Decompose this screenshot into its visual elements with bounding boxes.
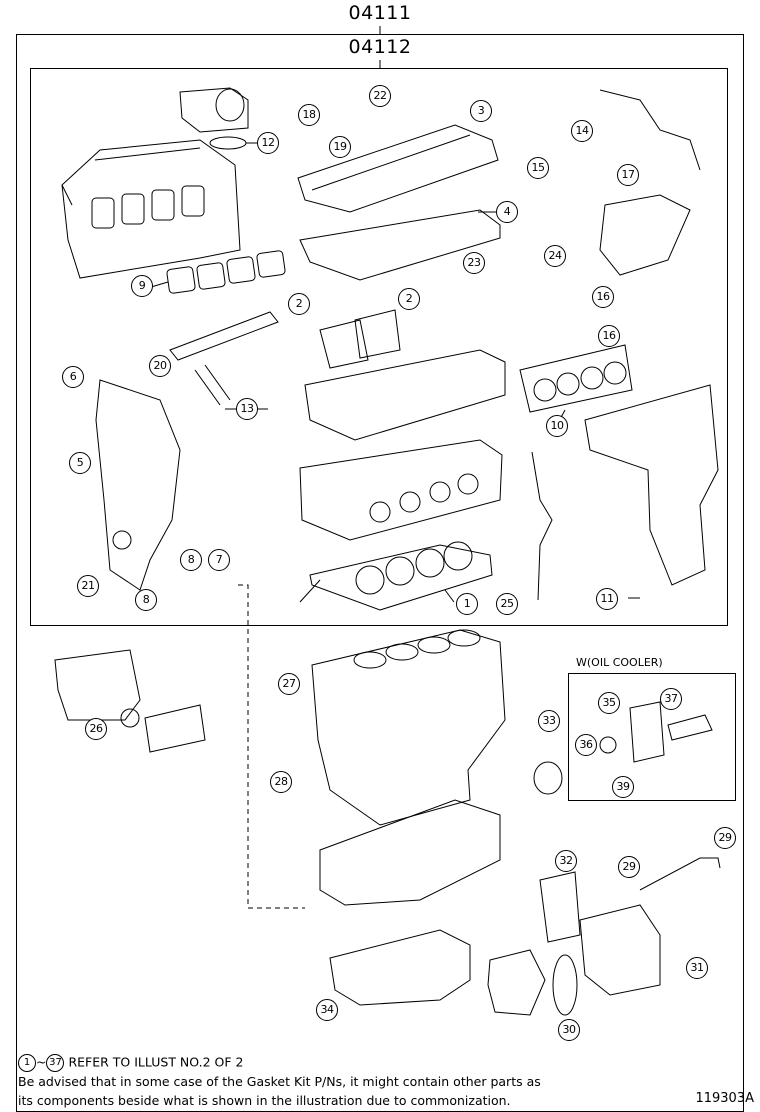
oil-cooler-frame <box>568 673 736 801</box>
callout-27: 27 <box>278 673 300 695</box>
kit-number-inner: 04112 <box>348 36 412 58</box>
range-separator: ~ <box>36 1054 47 1070</box>
cylinder-head-upper-drawing <box>304 349 506 441</box>
oil-seal-retainer-drawing <box>54 649 141 721</box>
callout-39: 39 <box>612 776 634 798</box>
advisory-line-2: its components beside what is shown in t… <box>18 1093 511 1108</box>
callout-3: 3 <box>470 100 492 122</box>
callout-32: 32 <box>555 850 577 872</box>
exhaust-manifold-drawing <box>584 384 719 586</box>
range-start-badge: 1 <box>18 1054 36 1072</box>
water-pump-drawing <box>487 949 546 1016</box>
bypass-pipe-drawing <box>639 857 721 891</box>
callout-6: 6 <box>62 366 84 388</box>
sensor-harness-drawing <box>599 89 701 171</box>
oil-pan-upper-drawing <box>319 799 501 906</box>
callout-33: 33 <box>538 710 560 732</box>
callout-10: 10 <box>546 415 568 437</box>
oil-pan-drawing <box>329 929 471 1006</box>
callout-8a: 8 <box>180 549 202 571</box>
intake-manifold-drawing <box>61 139 241 279</box>
callout-13: 13 <box>236 398 258 420</box>
callout-12: 12 <box>257 132 279 154</box>
head-gasket-drawing <box>309 544 493 611</box>
callout-17: 17 <box>617 164 639 186</box>
callout-36: 36 <box>575 734 597 756</box>
oil-cooler-drawing <box>629 701 665 763</box>
callout-26: 26 <box>85 718 107 740</box>
callout-21: 21 <box>77 575 99 597</box>
callout-20: 20 <box>149 355 171 377</box>
dipstick-tube-drawing <box>531 451 553 601</box>
callout-14: 14 <box>571 120 593 142</box>
illustration-code: 119303A <box>695 1091 754 1106</box>
valve-cover-drawing <box>297 124 499 213</box>
timing-cover-drawing <box>95 379 181 591</box>
intake-gaskets-drawing <box>166 250 286 294</box>
callout-29a: 29 <box>714 827 736 849</box>
callout-2b: 2 <box>398 288 420 310</box>
callout-25: 25 <box>496 593 518 615</box>
advisory-line-1: Be advised that in some case of the Gask… <box>18 1074 541 1089</box>
callout-19: 19 <box>329 136 351 158</box>
callout-23: 23 <box>463 252 485 274</box>
callout-24: 24 <box>544 245 566 267</box>
callout-37: 37 <box>660 688 682 710</box>
callout-7: 7 <box>208 549 230 571</box>
water-inlet-drawing <box>579 904 661 996</box>
callout-11: 11 <box>596 588 618 610</box>
refer-text: REFER TO ILLUST NO.2 OF 2 <box>68 1054 244 1070</box>
inner-kit-frame <box>30 68 728 626</box>
refer-note: 1~37 REFER TO ILLUST NO.2 OF 2 <box>18 1054 243 1072</box>
fuel-rail-drawing <box>169 311 279 361</box>
kit-number-outer: 04111 <box>348 2 412 24</box>
callout-18: 18 <box>298 104 320 126</box>
callout-9: 9 <box>131 275 153 297</box>
valve-cover-gasket-drawing <box>299 209 501 281</box>
throttle-body-drawing <box>179 87 249 133</box>
exhaust-gasket-drawing <box>519 344 633 413</box>
callout-15: 15 <box>527 157 549 179</box>
callout-28: 28 <box>270 771 292 793</box>
oil-cooler-label: W(OIL COOLER) <box>576 656 663 669</box>
cylinder-head-drawing <box>299 439 503 541</box>
range-end-badge: 37 <box>46 1054 65 1072</box>
callout-16b: 16 <box>598 325 620 347</box>
callout-34: 34 <box>316 999 338 1021</box>
callout-1: 1 <box>456 593 478 615</box>
callout-4: 4 <box>496 201 518 223</box>
callout-16a: 16 <box>592 286 614 308</box>
callout-31: 31 <box>686 957 708 979</box>
callout-35: 35 <box>598 692 620 714</box>
callout-2a: 2 <box>288 293 310 315</box>
callout-22: 22 <box>369 85 391 107</box>
callout-5: 5 <box>69 452 91 474</box>
callout-30: 30 <box>558 1019 580 1041</box>
callout-8b: 8 <box>135 589 157 611</box>
heat-insulator-drawing <box>599 194 691 276</box>
callout-29b: 29 <box>618 856 640 878</box>
